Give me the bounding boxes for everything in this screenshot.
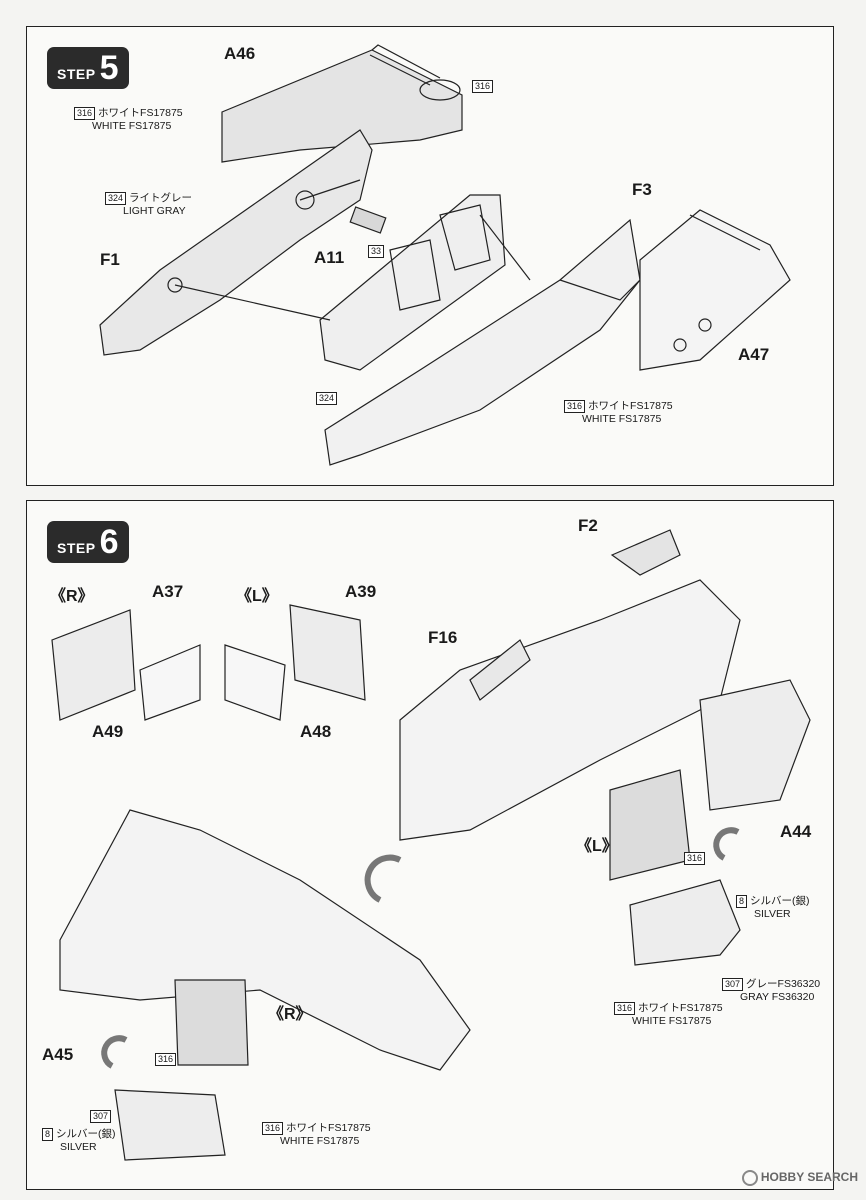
part-f1-drawing bbox=[99, 129, 373, 356]
part-label-f16: F16 bbox=[428, 628, 458, 647]
part-label-a37: A37 bbox=[152, 582, 184, 601]
part-label-a39: A39 bbox=[345, 582, 377, 601]
step-word: STEP bbox=[57, 66, 96, 82]
part-a11-drawing bbox=[349, 206, 387, 234]
part-label-a11: A11 bbox=[314, 248, 345, 267]
part-label-f2: F2 bbox=[578, 516, 598, 535]
watermark: HOBBY SEARCH bbox=[741, 1170, 858, 1186]
side-label-r-bottom: 《R》 bbox=[268, 1006, 312, 1023]
step6-badge: STEP 6 bbox=[47, 521, 129, 563]
part-label-a49: A49 bbox=[92, 722, 124, 741]
lower-assembly-drawing bbox=[59, 809, 741, 1161]
part-a47-drawing bbox=[639, 209, 791, 371]
cockpit-tub-drawing bbox=[319, 194, 506, 371]
paint-code-316-r: 316 bbox=[155, 1053, 177, 1066]
paint-code-33: 33 bbox=[368, 245, 385, 258]
paint-code-316-l: 316 bbox=[684, 852, 706, 865]
part-label-a46: A46 bbox=[224, 44, 256, 63]
side-label-l-bottom: 《L》 bbox=[576, 838, 618, 855]
step-word: STEP bbox=[57, 540, 96, 556]
part-label-a47: A47 bbox=[738, 345, 770, 364]
paint-code-316-top: 316 bbox=[472, 80, 494, 93]
part-a39-a48-drawing bbox=[224, 604, 366, 721]
step5-badge: STEP 5 bbox=[47, 47, 129, 89]
part-label-f1: F1 bbox=[100, 250, 120, 269]
part-f3-drawing bbox=[324, 218, 641, 466]
side-label-r-top: 《R》 bbox=[50, 588, 94, 605]
upper-assembly-drawing bbox=[399, 529, 811, 881]
part-label-a48: A48 bbox=[300, 722, 332, 741]
watermark-logo-icon bbox=[741, 1170, 758, 1186]
step-number: 5 bbox=[99, 49, 119, 87]
step-number: 6 bbox=[99, 523, 119, 561]
part-label-f3: F3 bbox=[632, 180, 652, 199]
rotation-arrows bbox=[101, 827, 740, 1069]
part-a46-drawing bbox=[221, 44, 463, 163]
assembly-lines-step5 bbox=[174, 54, 761, 321]
side-label-l-top: 《L》 bbox=[236, 588, 278, 605]
part-label-a45: A45 bbox=[42, 1045, 74, 1064]
part-label-a44: A44 bbox=[780, 822, 812, 841]
part-a37-a49-drawing bbox=[51, 609, 201, 721]
paint-code-307: 307 bbox=[90, 1110, 112, 1123]
paint-code-324-nose: 324 bbox=[316, 392, 338, 405]
